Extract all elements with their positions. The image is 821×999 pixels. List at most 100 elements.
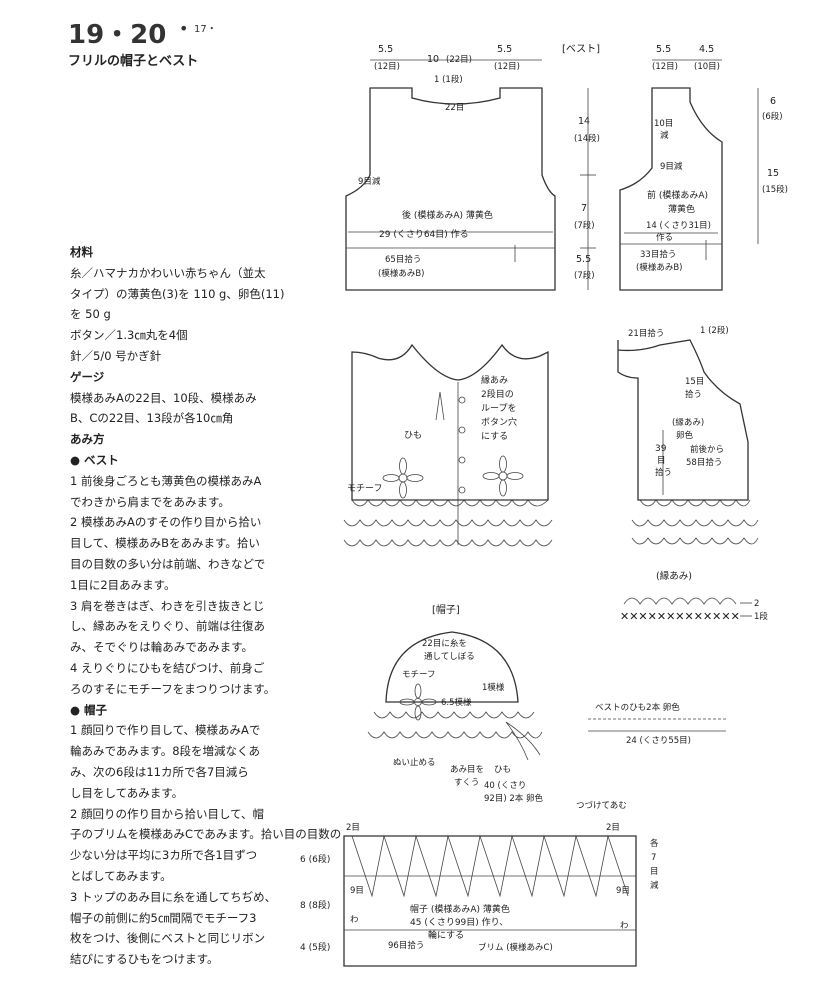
vb-dim-19: (7段) [574, 270, 595, 281]
page-title: フリルの帽子とベスト [68, 54, 199, 69]
hat-section-label: [帽子] [432, 603, 460, 616]
materials-line: 針／5/0 号かぎ針 [70, 348, 162, 363]
materials-line: 材料 [70, 245, 93, 259]
vi-label-7: モチーフ [347, 483, 382, 494]
button-1 [458, 396, 466, 404]
hc-label-3: 6 (6段) [300, 853, 330, 865]
vest-illustration-body [351, 343, 549, 501]
vf-dim-16: 15 [767, 168, 779, 179]
vb-dim-13: (模様あみB) [378, 268, 424, 279]
materials-line: 帽子の前側に約5㎝間隔でモチーフ3 [70, 910, 257, 925]
materials-line: 子のブリムを模様あみCであみます。拾い目の目数の [70, 827, 342, 842]
vb-dim-14: 14 [578, 116, 590, 127]
hc-label-2: 2目 [606, 823, 620, 833]
ed-label-7: 前後から [690, 444, 724, 455]
vb-dim-8: 22目 [445, 103, 464, 113]
hat-chart: 2目 2目 6 (6段) 8 (8段) 4 (5段) つづけてあむ 各 7 目 … [300, 801, 659, 967]
ed-label-10: 目 [657, 456, 666, 466]
materials-line: あみ方 [70, 432, 105, 447]
ed-label-2: 1 (2段) [700, 325, 729, 336]
vf-dim-7: 9目減 [660, 161, 683, 172]
vf-dim-14: 6 [770, 96, 776, 107]
hi-label-10: 40 (くさり [484, 781, 526, 791]
motif-flower-left [382, 457, 424, 499]
materials-line: 目して、模様あみBをあみます。拾い [70, 536, 260, 551]
ed-label-1: 21目拾う [628, 328, 664, 339]
edge-stitch-x-row: ✕✕✕✕✕✕✕✕✕✕✕✕✕ [620, 610, 740, 623]
hat-crown [385, 631, 519, 703]
hc-label-16: 45 (くさり99目) 作り、 [410, 916, 508, 928]
vest-back-outline [345, 87, 556, 291]
vf-dim-13: (模様あみB) [636, 262, 682, 273]
hc-label-5: 4 (5段) [300, 941, 330, 953]
hi-label-4: 6.5模様 [441, 697, 472, 708]
vest-back-diagram: 5.5 (12目) 10 (22目) 5.5 (12目) 1 (1段) 22目 … [345, 43, 600, 291]
materials-line: タイプ）の薄黄色(3)を 110 g、卵色(11) [70, 286, 285, 301]
vi-label-2: 2段目の [481, 388, 514, 400]
materials-line: 3 肩を巻きはぎ、わきを引き抜きとじ [70, 598, 265, 613]
vf-dim-17: (15段) [762, 184, 788, 195]
hc-label-8: 7 [651, 853, 656, 863]
cord-label-bottom: 24 (くさり55目) [626, 736, 691, 746]
materials-line: 枚をつけ、後側にベストと同じリボン [70, 931, 266, 946]
hat-ties [505, 721, 541, 761]
hc-label-18: 96目拾う [388, 940, 424, 951]
materials-line: ● 帽子 [70, 702, 108, 717]
vest-front-diagram: 5.5 (12目) 4.5 (10目) 10目 減 9目減 前 (模様あみA) … [619, 44, 788, 291]
vb-dim-11: 29 (くさり64目) 作る [379, 228, 469, 240]
vb-dim-3: 10 [427, 54, 439, 65]
cord-diagram: ベストのひも2本 卵色 24 (くさり55目) [588, 702, 726, 746]
vb-dim-1: 5.5 [378, 44, 393, 55]
vb-dim-10: 後 (模様あみA) 薄黄色 [402, 209, 493, 221]
hc-label-19: ブリム (模様あみC) [478, 942, 553, 953]
vb-dim-16: 7 [581, 203, 587, 214]
vf-dim-11: 作る [656, 232, 673, 243]
vf-dim-9: 薄黄色 [668, 203, 695, 215]
hi-label-11: 92目) 2本 卵色 [484, 793, 543, 804]
hc-label-13: わ [350, 915, 359, 925]
hi-label-5: 1模様 [482, 682, 505, 693]
materials-line: し、縁あみをえりぐり、前端は往復あ [70, 619, 266, 634]
materials-line: 模様あみAの22目、10段、模様あみ [70, 390, 257, 405]
vest-section-label: [ベスト] [562, 43, 600, 55]
vb-dim-18: 5.5 [576, 254, 591, 265]
materials-line: とばしてあみます。 [70, 868, 172, 883]
materials-line: ● ベスト [70, 452, 119, 467]
hi-label-6: ぬい止める [393, 757, 436, 768]
materials-line: を 50 g [70, 307, 111, 322]
button-2 [458, 426, 466, 434]
edge-stitch-row1: 1段 [754, 611, 768, 622]
materials-line: ゲージ [70, 369, 105, 384]
materials-line: B、Cの22目、13段が各10㎝角 [70, 411, 234, 426]
hc-label-7: 各 [650, 838, 659, 849]
vb-dim-7: 1 (1段) [434, 74, 463, 85]
hat-chart-outline [343, 835, 637, 967]
materials-line: 1 前後身ごろとも薄黄色の模様あみA [70, 473, 262, 488]
materials-line: 輪あみであみます。8段を増減なくあ [70, 744, 261, 759]
hc-label-9: 目 [650, 867, 659, 877]
materials-lines: 材料糸／ハマナカかわいい赤ちゃん（並太タイプ）の薄黄色(3)を 110 g、卵色… [70, 242, 342, 970]
hc-label-4: 8 (8段) [300, 899, 330, 911]
vest-front-outline [619, 87, 723, 291]
button-3 [458, 456, 466, 464]
tie-strings [435, 391, 445, 421]
header-bullet: • [179, 19, 189, 38]
materials-line: 結びにするひもをつけます。 [70, 952, 219, 967]
materials-line: み、そでぐりは輪あみであみます。 [70, 640, 253, 655]
vb-dim-9: 9目減 [358, 176, 381, 187]
materials-line: し目をしてあみます。 [70, 785, 184, 800]
vf-dim-4: (10目) [694, 62, 720, 72]
vb-dim-4: (22目) [446, 55, 472, 65]
hc-label-6: つづけてあむ [576, 801, 627, 811]
vb-dim-12: 65目拾う [385, 254, 421, 265]
cord-label-top: ベストのひも2本 卵色 [595, 702, 680, 713]
hi-label-3: モチーフ [402, 670, 436, 680]
materials-line: でわきから肩までをあみます。 [70, 494, 230, 509]
ed-label-9: 39 [655, 444, 667, 454]
pattern-number: 19・20 [68, 14, 166, 51]
edge-stitch-chart: (縁あみ) ✕✕✕✕✕✕✕✕✕✕✕✕✕ 2 1段 [620, 570, 768, 623]
hc-label-17: 輪にする [428, 929, 464, 941]
vb-dim-6: (12目) [494, 62, 520, 72]
vf-dim-12: 33目拾う [640, 249, 676, 260]
